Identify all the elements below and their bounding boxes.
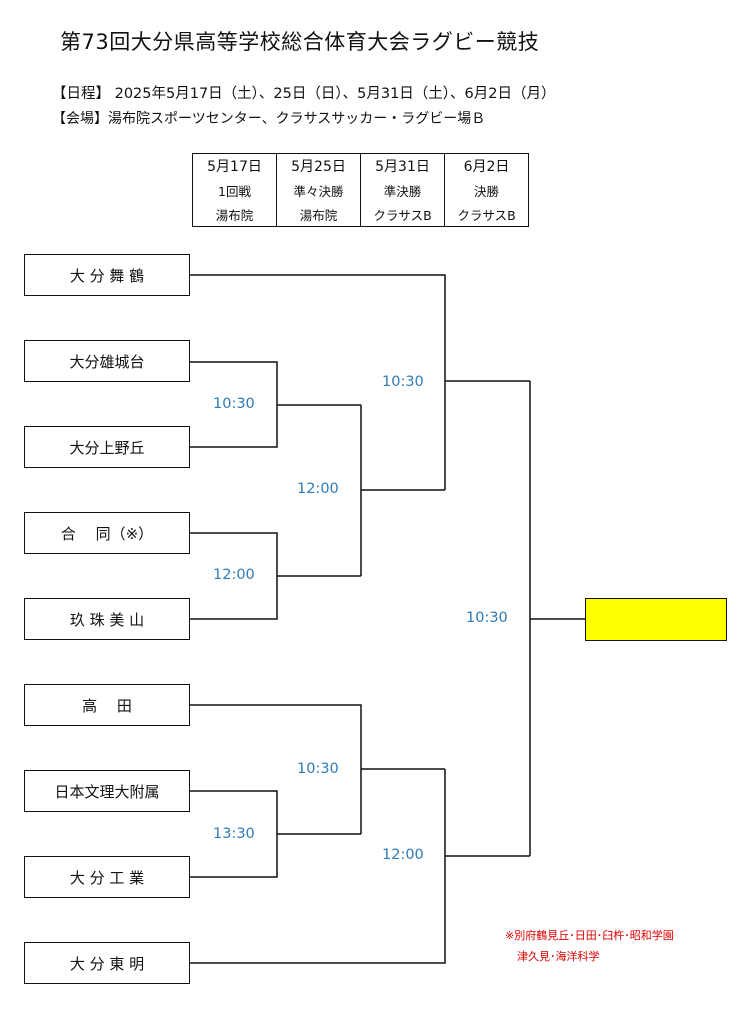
team-box: 大 分 工 業 (24, 856, 190, 898)
round-name: 1回戦 (192, 178, 277, 202)
match-line-qf-b (190, 704, 362, 834)
team-box: 高 田 (24, 684, 190, 726)
round-name: 準決勝 (360, 178, 445, 202)
round-name: 準々決勝 (276, 178, 361, 202)
team-box: 玖 珠 美 山 (24, 598, 190, 640)
team-box: 大分雄城台 (24, 340, 190, 382)
match-time: 12:00 (382, 847, 424, 863)
round-name: 決勝 (444, 178, 529, 202)
match-time: 12:00 (297, 481, 339, 497)
round-date: 5月17日 (192, 153, 277, 178)
page-title: 第73回大分県高等学校総合体育大会ラグビー競技 (60, 30, 540, 54)
team-box: 日本文理大附属 (24, 770, 190, 812)
round-date: 6月2日 (444, 153, 529, 178)
match-line-sf-b (190, 769, 446, 964)
round-date: 5月31日 (360, 153, 445, 178)
round-schedule-table: 5月17日 5月25日 5月31日 6月2日 1回戦 準々決勝 準決勝 決勝 湯… (192, 153, 529, 227)
match-time: 10:30 (213, 396, 255, 412)
match-line-sf-a (190, 274, 446, 490)
match-time: 10:30 (466, 610, 508, 626)
team-box: 大 分 舞 鶴 (24, 254, 190, 296)
match-time: 10:30 (382, 374, 424, 390)
team-box: 大分上野丘 (24, 426, 190, 468)
match-time: 13:30 (213, 826, 255, 842)
match-time: 10:30 (297, 761, 339, 777)
footnote: ※別府鶴見丘･日田･臼杵･昭和学園 津久見･海洋科学 (505, 925, 674, 967)
match-time: 12:00 (213, 567, 255, 583)
round-place: 湯布院 (276, 202, 361, 227)
schedule-line: 【日程】 2025年5月17日（土）、25日（日）、5月31日（土）、6月2日（… (52, 86, 556, 102)
venue-line: 【会場】湯布院スポーツセンター、クラサスサッカー・ラグビー場Ｂ (52, 111, 486, 127)
footnote-line: ※別府鶴見丘･日田･臼杵･昭和学園 (505, 929, 674, 942)
footnote-line: 津久見･海洋科学 (517, 950, 600, 963)
team-box: 合 同（※） (24, 512, 190, 554)
team-box: 大 分 東 明 (24, 942, 190, 984)
round-place: クラサスB (360, 202, 445, 227)
round-place: クラサスB (444, 202, 529, 227)
champion-box (585, 598, 727, 641)
